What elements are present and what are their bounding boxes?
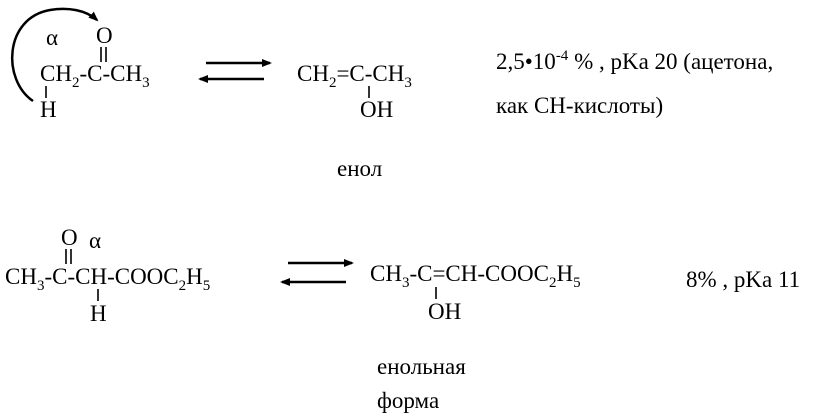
alpha-label: α — [46, 25, 59, 50]
enol-content-info-line2: как CH-кислоты) — [496, 93, 664, 118]
enol-form-caption-line1: енольная — [377, 354, 466, 379]
ester-keto-oxygen: O — [61, 225, 78, 250]
ester-enol-content-info: 8% , pKa 11 — [686, 267, 801, 292]
alpha-hydrogen: H — [40, 97, 57, 122]
enol-caption: енол — [337, 156, 383, 181]
alpha-label-2: α — [89, 228, 102, 253]
ketone-formula: CH2-C-CH3 — [40, 61, 150, 91]
ester-alpha-hydrogen: H — [90, 301, 107, 326]
enol-content-info: 2,5•10-4 % , pKa 20 (ацетона, — [496, 48, 774, 74]
enol-hydroxyl: OH — [360, 97, 394, 122]
ester-enol-formula: CH3-C=CH-COOC2H5 — [370, 261, 581, 291]
enol-formula: CH2=C-CH3 — [297, 61, 412, 91]
enol-form-caption-line2: форма — [377, 388, 440, 413]
ketone-oxygen: O — [96, 23, 113, 48]
curved-arrow — [10, 7, 99, 103]
ester-enol-hydroxyl: OH — [428, 299, 462, 324]
ester-keto-formula: CH3-C-CH-COOC2H5 — [5, 264, 211, 294]
